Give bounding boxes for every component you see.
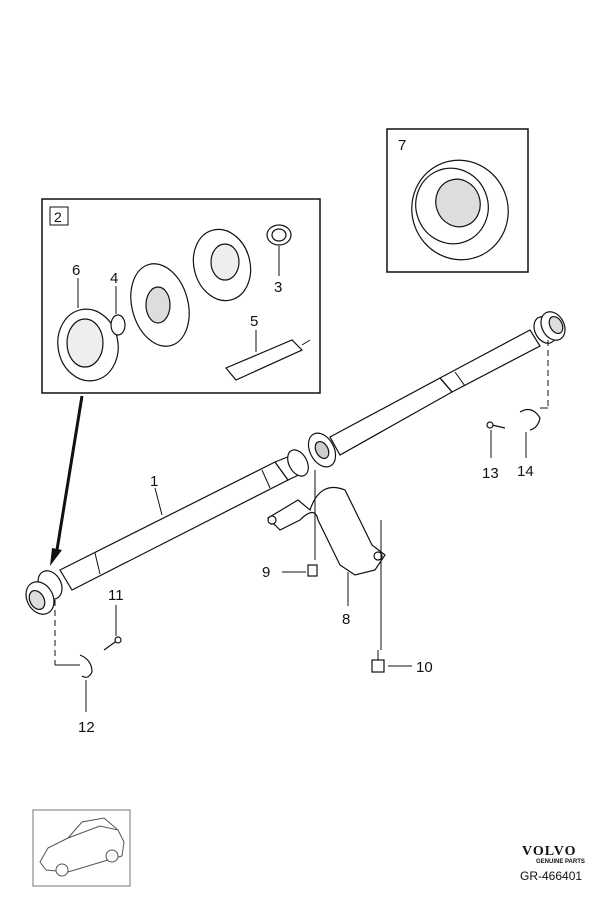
propeller-shaft (25, 311, 566, 615)
callout-10: 10 (416, 659, 433, 676)
center-bearing-bracket (267, 470, 386, 650)
vehicle-thumbnail (32, 809, 131, 887)
bolt-9 (282, 564, 318, 577)
callout-9: 9 (262, 564, 270, 581)
brand-logo-text: VOLVO (522, 844, 577, 859)
lock-clip-14 (519, 408, 541, 458)
callout-7: 7 (398, 137, 406, 154)
callout-11: 11 (108, 587, 124, 604)
callout-13: 13 (482, 465, 499, 482)
callout-4: 4 (110, 270, 118, 287)
callout-8: 8 (342, 611, 350, 628)
brand-tagline: GENUINE PARTS (536, 859, 585, 865)
callout-2: 2 (54, 209, 62, 225)
callout-6: 6 (72, 262, 80, 279)
callout-14: 14 (517, 463, 534, 480)
callout-1: 1 (150, 473, 158, 490)
lock-clip-12 (79, 654, 93, 712)
bolt-13 (486, 421, 506, 458)
bolt-11 (103, 605, 122, 651)
detail-box-2 (41, 198, 321, 394)
bolt-10 (371, 650, 412, 673)
document-id: GR-466401 (520, 869, 582, 883)
callout-3: 3 (274, 279, 282, 296)
callout-5: 5 (250, 313, 258, 330)
callout-12: 12 (78, 719, 95, 736)
detail-box-7 (386, 128, 529, 273)
